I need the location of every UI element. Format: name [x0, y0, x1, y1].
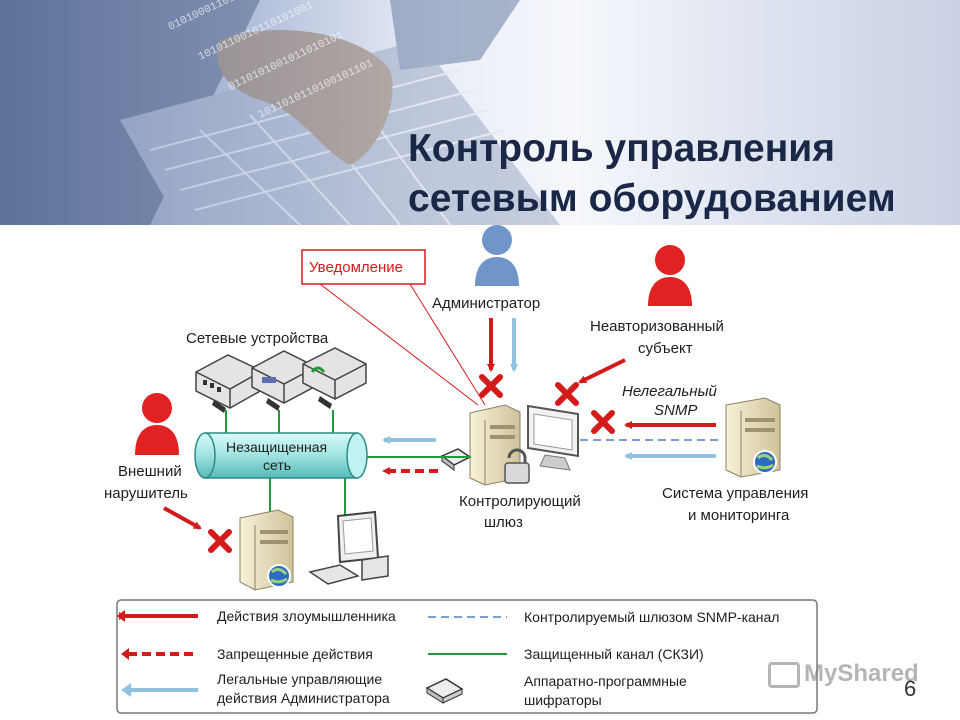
legend-forbidden-actions: Запрещенные действия: [217, 646, 373, 662]
network-devices-label: Сетевые устройства: [186, 330, 329, 347]
blocked-x-icon: [555, 382, 579, 406]
management-server-icon: [725, 397, 781, 478]
unauthorized-label-1: Неавторизованный: [590, 318, 724, 335]
gateway-label-1: Контролирующий: [459, 493, 581, 510]
watermark-logo-icon: [768, 661, 800, 688]
workstation-icon: [308, 510, 389, 585]
legend-intruder-actions: Действия злоумышленника: [217, 608, 396, 624]
legend-legal-admin-2: действия Администратора: [217, 690, 390, 706]
administrator-user-icon: [475, 225, 519, 286]
unauthorized-label-2: субъект: [638, 340, 693, 357]
legend-encryptor-icon: [425, 678, 464, 704]
blocked-x-icon: [208, 529, 232, 553]
administrator-label: Администратор: [432, 295, 540, 312]
title-line-1: Контроль управления: [408, 127, 836, 170]
external-intruder-icon: [135, 393, 179, 455]
unprotected-net-label-1: Незащищенная: [226, 439, 327, 455]
legend-legal-admin-1: Легальные управляющие: [217, 671, 382, 687]
blocked-x-icon: [479, 374, 503, 398]
legend-snmp-channel: Контролируемый шлюзом SNMP-канал: [524, 609, 779, 625]
notification-callout: Уведомление: [301, 249, 486, 406]
legend-encryptors-2: шифраторы: [524, 692, 602, 708]
notification-label: Уведомление: [309, 259, 403, 276]
legend-encryptors-1: Аппаратно-программные: [524, 673, 687, 689]
network-server-icon: [239, 509, 294, 591]
unprotected-network-pipe: [194, 432, 368, 479]
page-title: Контроль управления сетевым оборудование…: [408, 124, 896, 224]
blocked-x-icon: [591, 410, 615, 434]
unprotected-net-label-2: сеть: [263, 457, 291, 473]
legend: Действия злоумышленника Запрещенные дейс…: [116, 599, 818, 714]
encryptor-device-icon: [440, 448, 472, 471]
lock-icon: [504, 448, 530, 484]
keyboard-hand-image: 0101000110101010110 1010110010110101001 …: [0, 0, 560, 225]
external-intruder-label-2: нарушитель: [104, 485, 188, 502]
header-banner: 0101000110101010110 1010110010110101001 …: [0, 0, 960, 225]
mgmt-system-label-2: и мониторинга: [688, 507, 790, 524]
gateway-label-2: шлюз: [484, 514, 523, 531]
title-line-2: сетевым оборудованием: [408, 177, 896, 220]
watermark-text: MyShared: [804, 660, 919, 687]
unauthorized-arrow: [578, 358, 626, 384]
illegal-snmp-label-1: Нелегальный: [622, 383, 718, 400]
protected-channel-lines: [225, 410, 470, 520]
network-diagram: Уведомление Администратор Неавторизованн…: [104, 225, 818, 714]
intruder-arrow: [163, 506, 202, 530]
modem-icon: [302, 347, 367, 409]
notification-box: [301, 249, 426, 285]
watermark: MyShared: [768, 660, 919, 688]
page-number: 6: [904, 676, 917, 701]
unauthorized-user-icon: [648, 245, 692, 306]
external-intruder-label-1: Внешний: [118, 463, 182, 480]
mgmt-system-label-1: Система управления: [662, 485, 808, 502]
illegal-snmp-label-2: SNMP: [654, 402, 697, 419]
gateway-monitor-icon: [527, 404, 579, 471]
legend-protected-channel: Защищенный канал (СКЗИ): [524, 646, 704, 662]
router-icon: [251, 350, 317, 411]
